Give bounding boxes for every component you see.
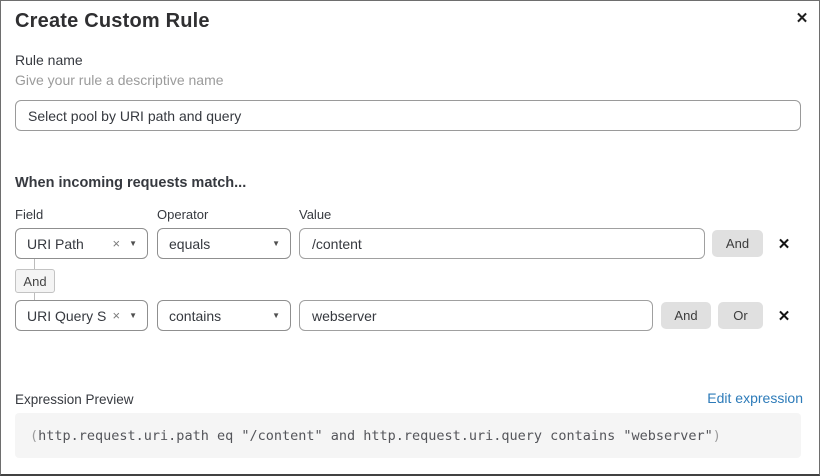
remove-condition-icon-row1[interactable]: ✕ — [772, 230, 796, 257]
page-title: Create Custom Rule — [15, 10, 210, 32]
clear-selection-icon[interactable]: × — [112, 236, 121, 251]
rule-name-helper: Give your rule a descriptive name — [15, 72, 224, 88]
rule-name-label: Rule name — [15, 52, 83, 68]
chevron-down-icon: ▼ — [272, 238, 280, 248]
value-input-row2[interactable] — [299, 300, 653, 331]
operator-select-row1-value: equals — [169, 235, 211, 252]
rule-name-input[interactable] — [15, 100, 801, 131]
connector-line-bottom — [34, 293, 35, 300]
expression-code-block: (http.request.uri.path eq "/content" and… — [15, 413, 801, 458]
open-paren: ( — [30, 427, 39, 444]
close-paren: ) — [712, 427, 721, 444]
remove-condition-icon-row2[interactable]: ✕ — [772, 302, 796, 329]
or-button-row2[interactable]: Or — [718, 302, 763, 329]
and-connector-badge: And — [15, 269, 55, 293]
clear-selection-icon[interactable]: × — [112, 308, 121, 323]
operator-select-row2[interactable]: contains ▼ — [157, 300, 291, 331]
and-button-row2[interactable]: And — [661, 302, 711, 329]
operator-select-row2-value: contains — [169, 307, 222, 324]
chevron-down-icon: ▼ — [129, 310, 137, 320]
field-select-row2[interactable]: URI Query St... × ▼ — [15, 300, 148, 331]
value-input-row1[interactable] — [299, 228, 705, 259]
operator-select-row1[interactable]: equals ▼ — [157, 228, 291, 259]
chevron-down-icon: ▼ — [129, 238, 137, 248]
field-select-row1[interactable]: URI Path × ▼ — [15, 228, 148, 259]
column-label-operator: Operator — [157, 207, 209, 222]
column-label-value: Value — [299, 207, 332, 222]
and-button-row1[interactable]: And — [712, 230, 763, 257]
connector-line-top — [34, 259, 35, 269]
field-select-row2-value: URI Query St... — [27, 307, 107, 324]
close-icon[interactable]: ✕ — [789, 6, 815, 32]
field-select-row1-value: URI Path — [27, 235, 84, 252]
expression-code-text: http.request.uri.path eq "/content" and … — [38, 427, 713, 444]
match-section-heading: When incoming requests match... — [15, 175, 247, 191]
expression-preview-label: Expression Preview — [15, 392, 134, 407]
chevron-down-icon: ▼ — [272, 310, 280, 320]
column-label-field: Field — [15, 207, 44, 222]
edit-expression-link[interactable]: Edit expression — [707, 390, 803, 406]
